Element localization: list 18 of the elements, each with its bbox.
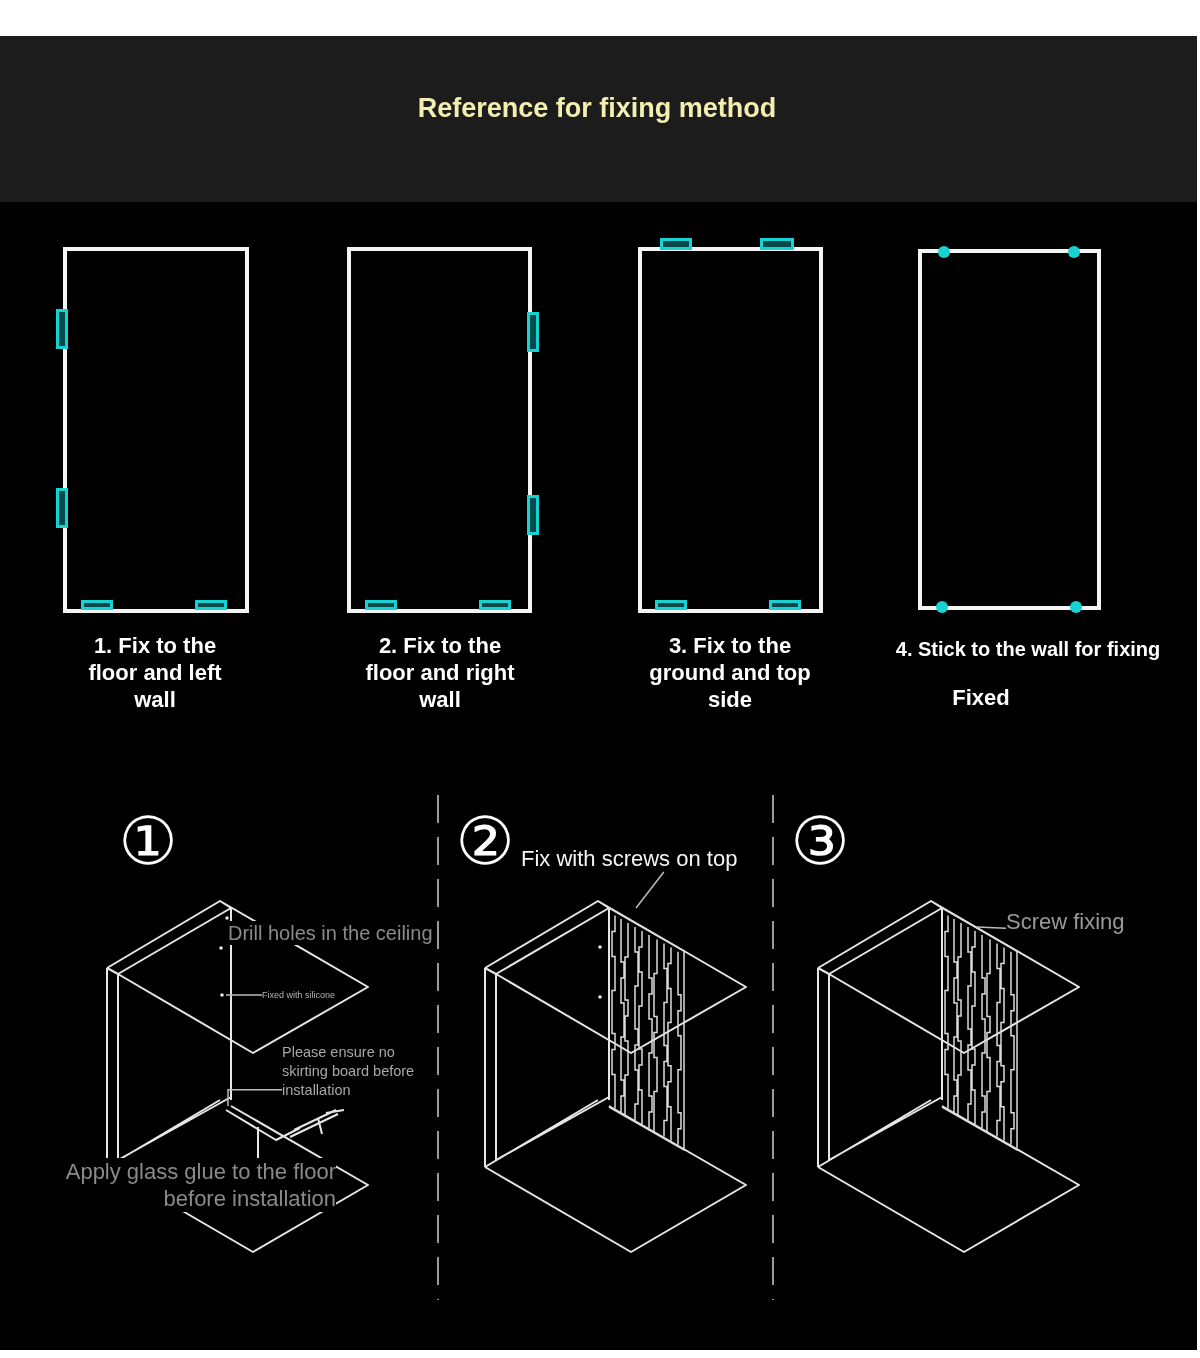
annotation-text: Drill holes in the ceiling [228, 921, 433, 945]
step-caption: 1. Fix to the floor and left wall [87, 632, 223, 713]
title: Reference for fixing method [417, 91, 777, 125]
callout-text: Screw fixing [1006, 908, 1125, 935]
callout-text: Please ensure no skirting board before installation [282, 1043, 422, 1100]
step-number: ③ [790, 807, 850, 877]
leader-line [976, 926, 1007, 930]
leader-line [635, 871, 665, 909]
step-number: ② [455, 807, 515, 877]
step-caption: 2. Fix to the floor and right wall [364, 632, 516, 713]
leader-line [225, 994, 263, 996]
caption-text: Fixed [952, 684, 1010, 711]
step-number: ① [118, 807, 178, 877]
callout-text: Fixed with silicone [262, 989, 336, 1001]
step-caption: 4. Stick to the wall for fixing [895, 637, 1161, 661]
step-caption: 3. Fix to the ground and top side [648, 632, 812, 713]
callout-text: Fix with screws on top [521, 845, 738, 872]
leader-line [227, 1088, 283, 1107]
